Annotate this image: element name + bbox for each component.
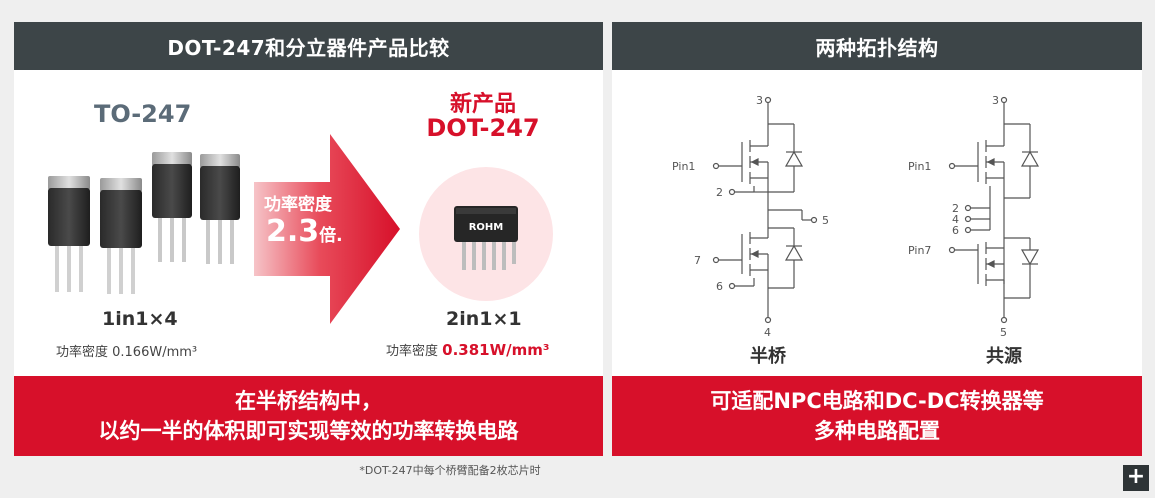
hb-pin-6: 6 [716, 280, 723, 293]
cs-pin-pin1: Pin1 [908, 160, 931, 173]
common-source-schematic: 3 Pin1 2 [908, 94, 1040, 338]
dot247-config: 2in1×1 [446, 308, 522, 330]
cs-pin-2: 2 [952, 202, 959, 215]
topology-footer: 可适配NPC电路和DC-DC转换器等 多种电路配置 [612, 376, 1142, 456]
to247-power-density: 功率密度 0.166W/mm³ [56, 345, 198, 360]
to247-packages-illustration [48, 152, 240, 294]
arrow-multiplier: 2.3倍. [266, 214, 343, 249]
new-product-badge: 新产品 [449, 92, 516, 117]
hb-pin-7: 7 [694, 254, 701, 267]
footnote: *DOT-247中每个桥臂配备2枚芯片时 [359, 464, 541, 477]
cs-pin-6: 6 [952, 224, 959, 237]
arrow-density-label: 功率密度 [264, 195, 332, 215]
topology-panel: 两种拓扑结构 3 Pin1 [612, 22, 1142, 456]
half-bridge-schematic: 3 Pin1 2 [672, 94, 829, 338]
expand-button[interactable]: + [1123, 465, 1149, 491]
hb-pin-5: 5 [822, 214, 829, 227]
hb-pin-2: 2 [716, 186, 723, 199]
to247-package-front-1 [48, 176, 90, 292]
arrow-multiplier-value: 2.3 [266, 214, 320, 249]
cs-pin-5: 5 [1000, 326, 1007, 338]
dot247-chip-brand: ROHM [469, 222, 504, 233]
to247-package-back-2 [200, 154, 240, 264]
cs-pin-4: 4 [952, 213, 959, 226]
dot247-module-illustration: ROHM [419, 167, 553, 301]
comparison-header: DOT-247和分立器件产品比较 [14, 22, 603, 70]
common-source-label: 共源 [986, 346, 1022, 367]
cs-pin-pin7: Pin7 [908, 244, 931, 257]
comparison-footer-line2: 以约一半的体积即可实现等效的功率转换电路 [98, 419, 519, 443]
half-bridge-label: 半桥 [750, 346, 786, 367]
topology-header: 两种拓扑结构 [612, 22, 1142, 70]
to247-config: 1in1×4 [102, 308, 178, 330]
to247-package-back-1 [152, 152, 192, 262]
to247-title: TO-247 [94, 100, 192, 128]
topology-footer-line1: 可适配NPC电路和DC-DC转换器等 [710, 389, 1044, 413]
dot247-density-value: 0.381W/mm³ [442, 341, 550, 359]
hb-pin-pin1: Pin1 [672, 160, 695, 173]
to247-package-front-2 [100, 178, 142, 294]
density-increase-arrow [254, 134, 400, 324]
hb-pin-4: 4 [764, 326, 771, 338]
dot247-title: DOT-247 [426, 114, 540, 142]
cs-pin-3: 3 [992, 94, 999, 107]
dot247-power-density: 功率密度 0.381W/mm³ [386, 340, 549, 359]
comparison-footer: 在半桥结构中， 以约一半的体积即可实现等效的功率转换电路 [14, 376, 603, 456]
dot247-density-prefix: 功率密度 [386, 344, 443, 359]
comparison-footer-line1: 在半桥结构中， [235, 389, 382, 413]
product-comparison-panel: DOT-247和分立器件产品比较 TO-247 [14, 22, 603, 456]
arrow-multiplier-unit: 倍. [319, 226, 343, 246]
hb-pin-3: 3 [756, 94, 763, 107]
topology-footer-line2: 多种电路配置 [814, 419, 940, 443]
